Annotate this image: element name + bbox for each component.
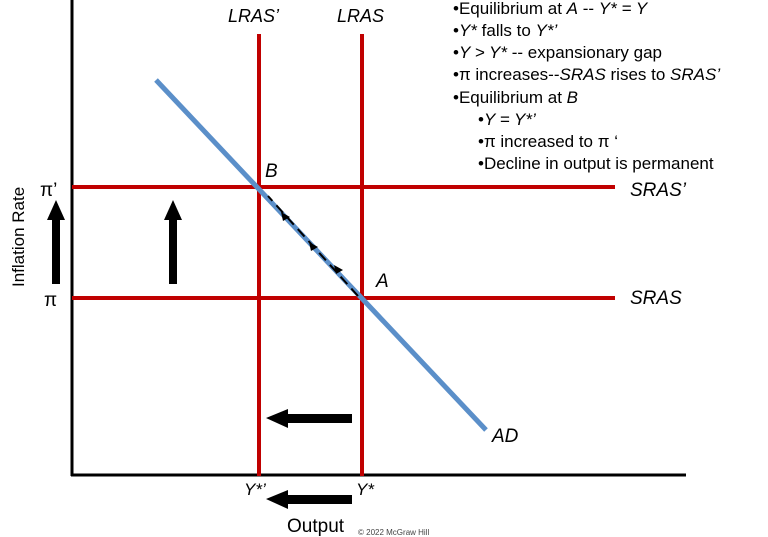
note-2: •Y* falls to Y*’ [453,21,558,40]
path-arrowhead-3 [334,265,343,274]
x-axis-title: Output [287,516,345,536]
note-4: •π increases--SRAS rises to SRAS’ [453,65,721,84]
copyright: © 2022 McGraw Hill [358,528,430,537]
note-8: •Decline in output is permanent [478,154,714,173]
sras-new-label: SRAS’ [630,180,687,201]
note-6: •Y = Y*’ [478,110,536,129]
inflation-up-arrowhead [47,200,65,220]
ad-label: AD [491,426,519,447]
sras-up-arrowhead [164,200,182,220]
output-left-arrow-shaft [286,495,352,504]
y-star-new-tick: Y*’ [244,480,266,499]
lras-label: LRAS [337,6,384,26]
note-3: •Y > Y* -- expansionary gap [453,43,662,62]
sras-up-arrow-shaft [169,218,177,284]
y-star-tick: Y* [356,480,375,499]
lras-left-arrow-shaft [286,414,352,423]
path-arrowhead-2 [309,242,318,251]
path-arrowhead-1 [281,212,290,221]
pi-new-tick: π’ [40,180,57,201]
point-a-label: A [375,271,389,292]
lras-left-arrowhead [266,409,288,428]
point-b-label: B [265,161,278,182]
output-left-arrowhead [266,490,288,509]
sras-label: SRAS [630,288,682,309]
note-1: •Equilibrium at A -- Y* = Y [453,0,648,18]
pi-tick: π [44,290,57,311]
lras-new-label: LRAS’ [228,6,280,26]
inflation-up-arrow-shaft [52,218,60,284]
y-axis-title: Inflation Rate [9,187,28,287]
note-7: •π increased to π ‘ [478,132,618,151]
note-5: •Equilibrium at B [453,88,579,107]
